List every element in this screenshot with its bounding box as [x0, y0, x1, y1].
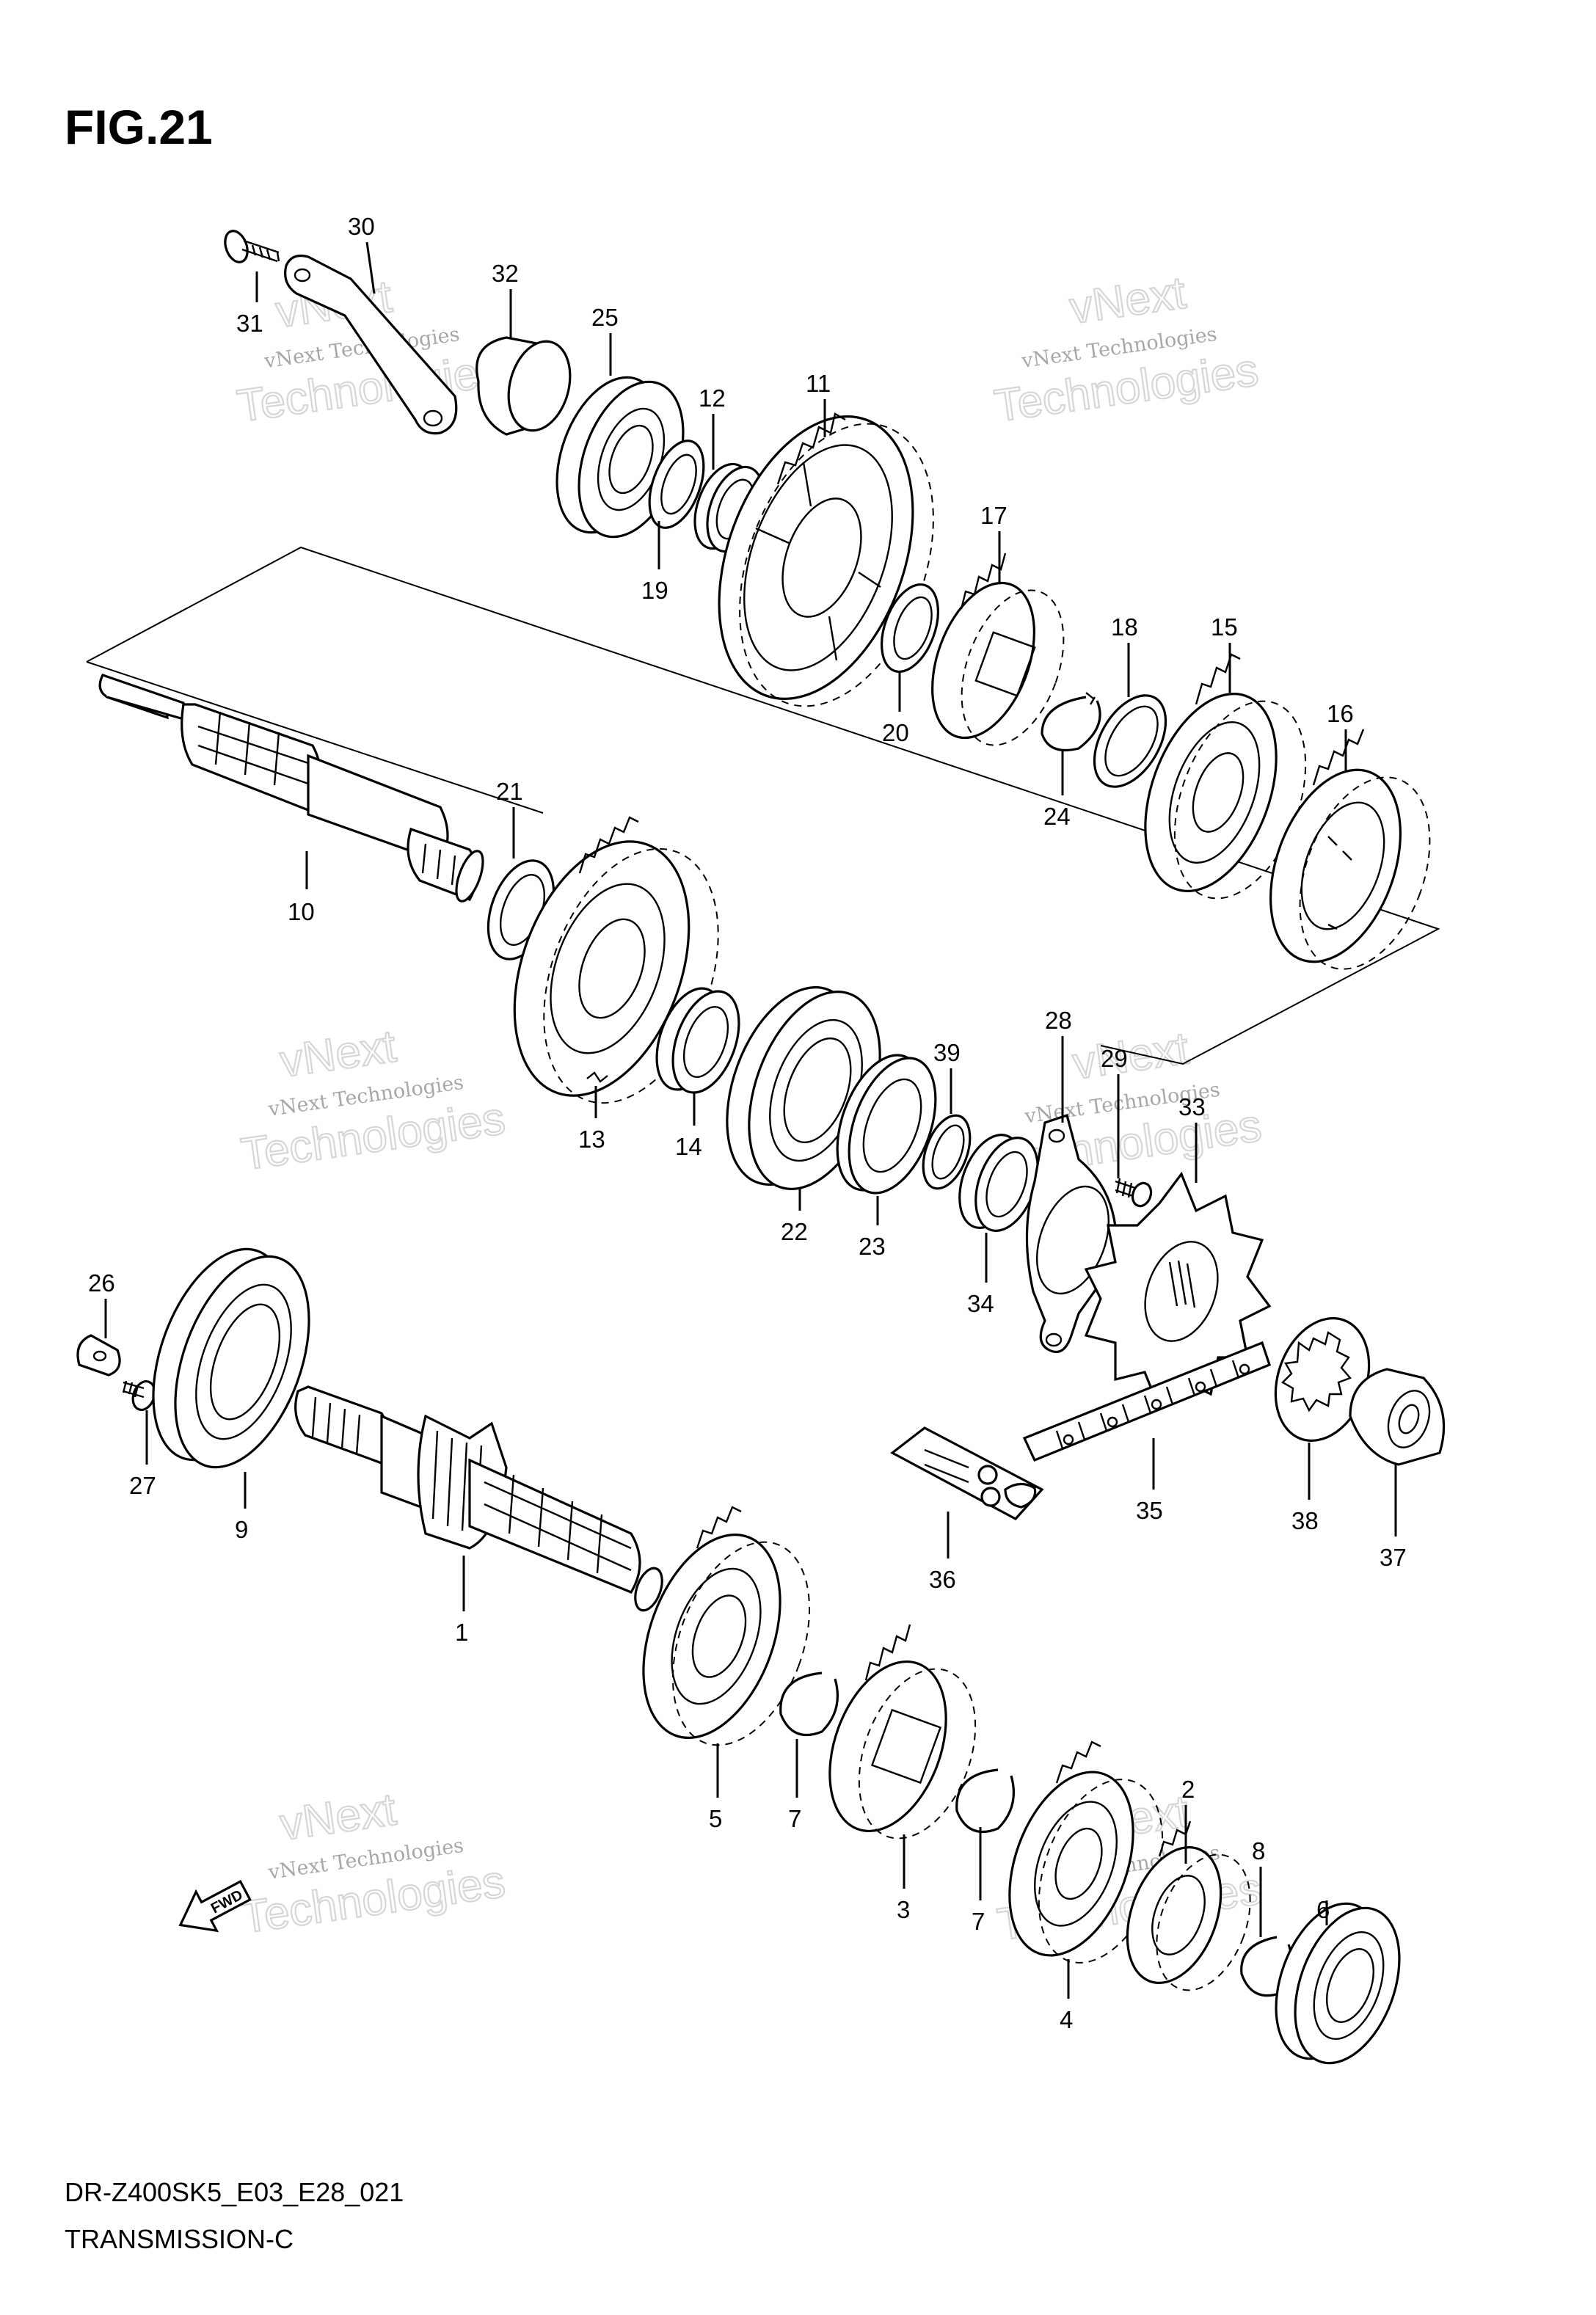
mainshaft-1 — [294, 1385, 663, 1612]
part-label-9: 9 — [235, 1516, 248, 1543]
part-label-2: 2 — [1181, 1776, 1195, 1803]
part-label-1: 1 — [455, 1619, 468, 1646]
part-label-13: 13 — [578, 1126, 605, 1153]
part-label-18: 18 — [1111, 613, 1138, 641]
leader-line-30 — [365, 241, 376, 294]
chain-joint-36 — [890, 1426, 1044, 1521]
part-label-29: 29 — [1101, 1045, 1128, 1072]
part-label-30: 30 — [348, 213, 375, 240]
part-label-21: 21 — [496, 778, 523, 805]
diagram-code: DR-Z400SK5_E03_E28_021 — [65, 2177, 404, 2207]
gear-16 — [1269, 729, 1431, 970]
part-label-36: 36 — [929, 1566, 956, 1593]
o-ring-39 — [922, 1114, 972, 1190]
part-label-3: 3 — [897, 1896, 910, 1923]
watermark-line3: vNext — [277, 1021, 399, 1087]
part-label-8: 8 — [1252, 1837, 1265, 1864]
gear-17 — [931, 553, 1065, 746]
gear-5 — [642, 1506, 811, 1746]
washer-20 — [881, 583, 939, 674]
gear-4 — [1008, 1740, 1164, 1964]
diagram-name: TRANSMISSION-C — [65, 2224, 294, 2254]
part-label-39: 39 — [933, 1039, 961, 1066]
part-label-31: 31 — [236, 310, 263, 337]
part-label-22: 22 — [781, 1218, 808, 1245]
part-label-16: 16 — [1327, 700, 1354, 727]
part-label-4: 4 — [1060, 2006, 1073, 2033]
part-label-15: 15 — [1211, 613, 1238, 641]
circlip-7a — [779, 1671, 839, 1737]
circlip-24 — [1041, 692, 1101, 752]
part-label-10: 10 — [288, 898, 315, 925]
bushing-14 — [655, 987, 740, 1094]
figure-title: FIG.21 — [65, 100, 213, 154]
part-label-6: 6 — [1316, 1896, 1330, 1923]
part-label-7: 7 — [972, 1908, 985, 1935]
watermark-line3: vNext — [277, 1784, 399, 1850]
part-label-23: 23 — [859, 1233, 886, 1260]
chain-35 — [1022, 1341, 1271, 1462]
assembly-outline — [86, 546, 1440, 1065]
part-label-38: 38 — [1291, 1507, 1319, 1534]
part-label-32: 32 — [492, 260, 519, 287]
part-label-20: 20 — [882, 719, 909, 746]
bearing-6 — [1275, 1902, 1401, 2065]
screw-27 — [122, 1380, 156, 1411]
part-label-28: 28 — [1045, 1007, 1072, 1034]
screw-29 — [1115, 1178, 1153, 1208]
watermark-line3: vNext — [1070, 1023, 1192, 1089]
part-label-17: 17 — [980, 502, 1007, 529]
part-label-34: 34 — [967, 1290, 994, 1317]
watermark-bottom-left: vNext vNext Technologies Technologies — [237, 1783, 509, 1944]
washer-19 — [648, 440, 705, 529]
spacer-32 — [475, 336, 572, 436]
part-label-27: 27 — [129, 1472, 156, 1499]
watermark-line3: vNext — [1066, 267, 1189, 333]
part-label-5: 5 — [709, 1805, 722, 1832]
part-label-37: 37 — [1380, 1544, 1407, 1571]
spacer-34 — [958, 1134, 1039, 1232]
part-label-11: 11 — [806, 370, 831, 397]
screw-31 — [224, 230, 280, 263]
part-label-7: 7 — [788, 1805, 801, 1832]
watermark-top-right: vNext vNext Technologies Technologies — [991, 266, 1262, 432]
plate-28 — [1025, 1113, 1118, 1354]
part-label-14: 14 — [675, 1133, 702, 1160]
countershaft-10 — [98, 673, 484, 903]
bearing-9 — [152, 1247, 310, 1469]
part-label-35: 35 — [1136, 1497, 1163, 1524]
watermark-top-left: vNext vNext Technologies Technologies — [233, 271, 505, 433]
circlip-7b — [955, 1768, 1016, 1834]
assembly-outline-lower — [86, 661, 544, 814]
part-label-25: 25 — [591, 304, 619, 331]
nut-37 — [1349, 1368, 1446, 1466]
part-label-26: 26 — [88, 1269, 115, 1297]
watermark-mid-left: vNext vNext Technologies Technologies — [237, 1020, 509, 1181]
gear-2 — [1126, 1820, 1251, 1991]
gear-3 — [828, 1624, 977, 1840]
part-label-24: 24 — [1043, 803, 1071, 830]
washer-18 — [1093, 694, 1167, 788]
oil-seal-23 — [836, 1054, 937, 1195]
part-label-12: 12 — [699, 384, 726, 412]
gear-11 — [718, 412, 934, 707]
part-label-33: 33 — [1178, 1093, 1206, 1120]
bracket-30 — [284, 254, 458, 435]
washer-26 — [76, 1334, 121, 1377]
part-label-19: 19 — [641, 577, 668, 604]
